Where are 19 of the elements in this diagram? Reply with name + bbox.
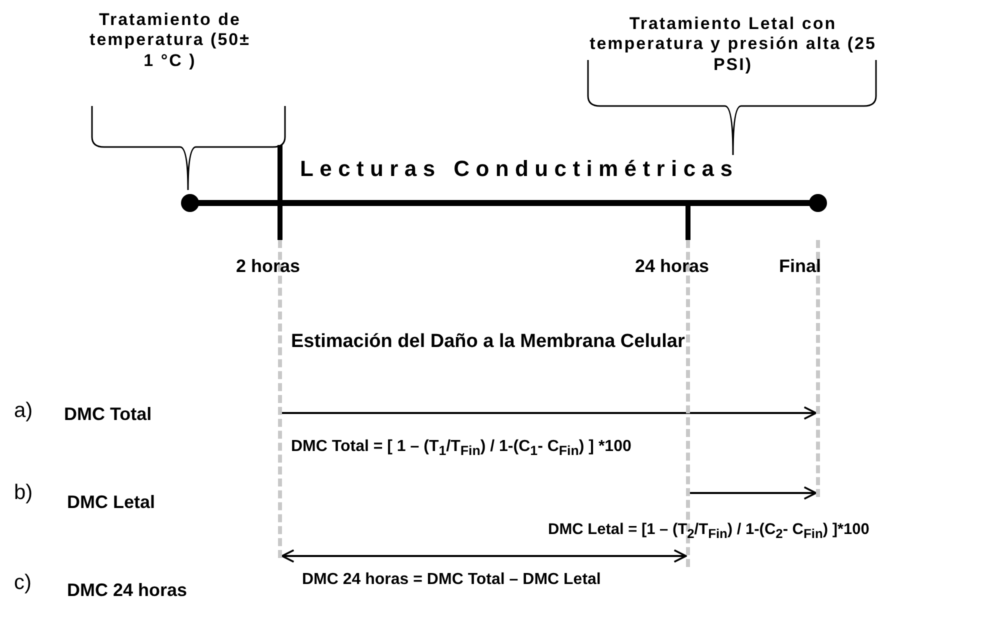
- time-label: 24 horas: [635, 256, 710, 278]
- item-label: DMC 24 horas: [67, 580, 188, 602]
- item-label: DMC Letal: [67, 492, 156, 514]
- time-label: 2 horas: [236, 256, 300, 278]
- formula: DMC Letal = [1 – (T$_{2}$/T$_{Fin}$) / 1-(C$_{2}$- C$_{Fin}$) ]*100: [548, 521, 870, 542]
- arrow: [690, 486, 817, 500]
- section-heading: Estimación del Daño a la Membrana Celular: [291, 331, 685, 354]
- item-marker: b): [14, 480, 33, 506]
- treatment-label: Tratamiento de temperatura (50± 1 °C ): [88, 10, 252, 72]
- treatment-label: Tratamiento Letal con temperatura y presión alta (25 PSI): [588, 14, 878, 76]
- formula: DMC 24 horas = DMC Total – DMC Letal: [302, 570, 601, 590]
- item-label: DMC Total: [64, 404, 152, 426]
- arrow: [282, 406, 817, 420]
- item-marker: a): [14, 398, 33, 424]
- timeline-title: Lecturas Conductimétricas: [300, 156, 739, 182]
- item-marker: c): [14, 570, 32, 596]
- time-label: Final: [779, 256, 822, 278]
- arrow: [281, 549, 687, 563]
- formula: DMC Total = [ 1 – (T$_{1}$/T$_{Fin}$) / 1-(C$_{1}$- C$_{Fin}$) ] *100: [291, 437, 632, 460]
